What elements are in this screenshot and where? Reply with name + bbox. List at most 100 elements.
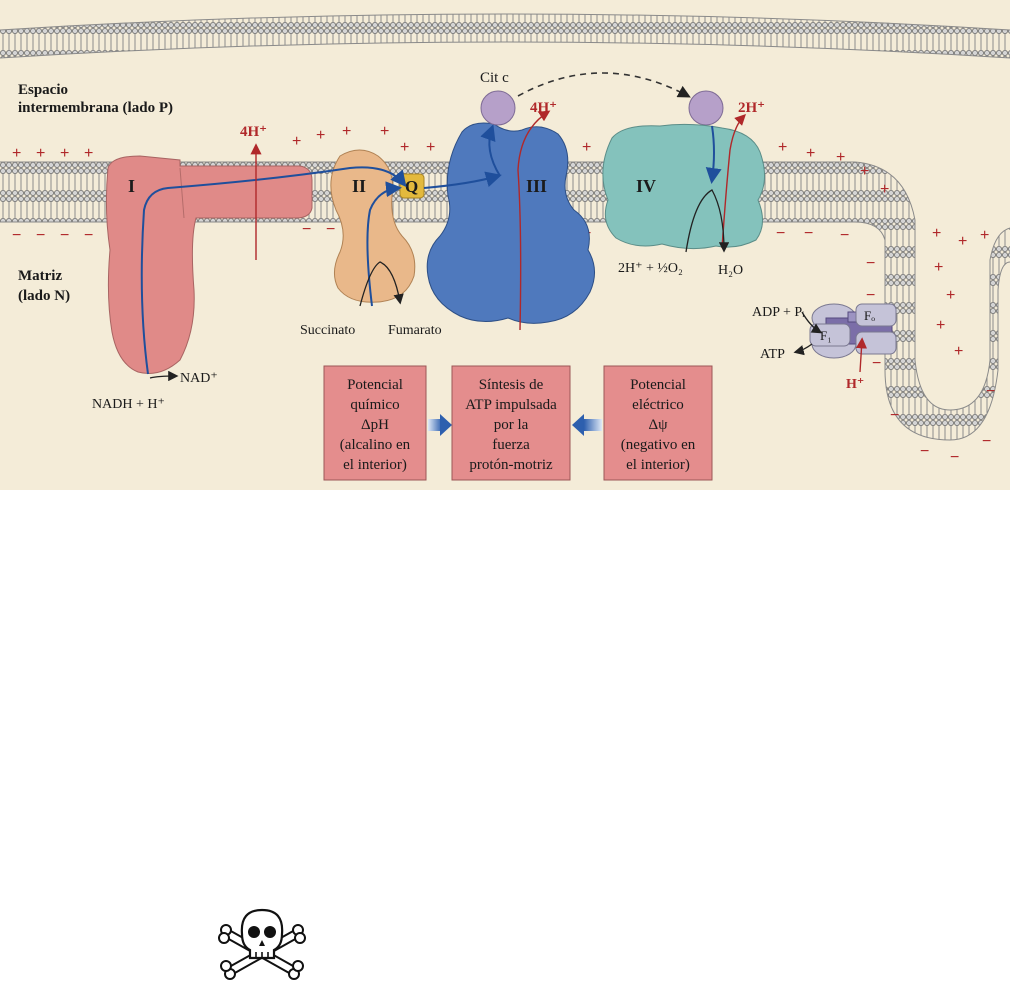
plus-sign: + — [316, 127, 325, 144]
fo-label: Fₒ — [864, 308, 875, 323]
protons-iv-label: 2H⁺ — [738, 100, 765, 116]
box-center-line: Síntesis de — [479, 377, 544, 393]
plus-sign: + — [582, 139, 591, 156]
minus-sign: − — [12, 227, 21, 244]
nadh-label: NADH + H⁺ — [92, 397, 165, 412]
plus-sign: + — [980, 227, 989, 244]
minus-sign: − — [84, 227, 93, 244]
minus-sign: − — [950, 449, 959, 466]
electron-path-iv — [705, 125, 722, 184]
proton-arrow-atp — [855, 337, 868, 373]
box-left-line: ΔpH — [361, 417, 389, 433]
plus-sign: + — [958, 233, 967, 250]
plus-sign: + — [880, 181, 889, 198]
plus-sign: + — [932, 225, 941, 242]
plus-sign: + — [778, 139, 787, 156]
proton-arrow-iv — [721, 114, 746, 249]
minus-sign: − — [804, 225, 813, 242]
box-chemical-potential: Potencial químico ΔpH (alcalino en el in… — [323, 365, 427, 481]
box-center-line: ATP impulsada — [465, 397, 557, 413]
intermembrane-label-line2: intermembrana (lado P) — [18, 100, 173, 116]
plus-sign: + — [954, 343, 963, 360]
box-right-line: Potencial — [630, 377, 686, 393]
water-label: H₂O — [718, 263, 743, 278]
nad-label: NAD⁺ — [180, 371, 218, 386]
minus-sign: − — [60, 227, 69, 244]
minus-sign: − — [866, 287, 875, 304]
protons-i-label: 4H⁺ — [240, 124, 267, 140]
plus-sign: + — [60, 145, 69, 162]
plus-sign: + — [12, 145, 21, 162]
atp-arrow — [793, 343, 813, 356]
matrix-label-line2: (lado N) — [18, 288, 70, 304]
complex-ii-label: II — [352, 176, 366, 196]
complex-i: I — [105, 155, 313, 374]
minus-sign: − — [36, 227, 45, 244]
electron-path-i — [140, 166, 407, 375]
minus-sign: − — [302, 221, 311, 238]
h-in-label: H⁺ — [846, 377, 864, 392]
plus-sign: + — [836, 149, 845, 166]
plus-sign: + — [806, 145, 815, 162]
minus-sign: − — [866, 255, 875, 272]
box-right-line: eléctrico — [632, 397, 684, 413]
f1-label: F₁ — [820, 328, 832, 343]
box-right-line: (negativo en — [621, 437, 696, 453]
box-left-line: Potencial — [347, 377, 403, 393]
plus-sign: + — [380, 123, 389, 140]
minus-sign: − — [776, 225, 785, 242]
box-atp-synthesis: Síntesis de ATP impulsada por la fuerza … — [451, 365, 571, 481]
atp-synthase: Fₒ F₁ — [809, 303, 897, 359]
atp-label: ATP — [760, 347, 785, 362]
minus-sign: − — [840, 227, 849, 244]
box-right-line: el interior) — [626, 457, 690, 473]
matrix-label-line1: Matriz — [18, 268, 62, 284]
complex-i-label: I — [128, 176, 135, 196]
electron-path-q — [423, 171, 502, 189]
proton-flow-arrows — [250, 110, 868, 373]
oxygen-label: 2H⁺ + ½O₂ — [618, 261, 683, 276]
electron-path-iii — [480, 124, 501, 177]
box-electric-potential: Potencial eléctrico Δψ (negativo en el i… — [603, 365, 713, 481]
box-left-line: el interior) — [343, 457, 407, 473]
minus-sign: − — [986, 383, 995, 400]
outer-membrane — [0, 13, 1010, 59]
box-connector-right — [572, 414, 602, 436]
box-right-line: Δψ — [648, 417, 668, 433]
complex-iii-label: III — [526, 176, 547, 196]
minus-sign: − — [890, 407, 899, 424]
plus-sign: + — [936, 317, 945, 334]
protons-iii-label: 4H⁺ — [530, 100, 557, 116]
cyt-c-label: Cit c — [480, 70, 509, 86]
intermembrane-label-line1: Espacio — [18, 82, 68, 98]
adp-arrow — [801, 311, 823, 334]
minus-sign: − — [920, 443, 929, 460]
skull-crossbones-icon — [218, 908, 306, 980]
plus-sign: + — [426, 139, 435, 156]
plus-sign: + — [292, 133, 301, 150]
ubiquinone: Q — [399, 173, 425, 199]
minus-sign: − — [326, 221, 335, 238]
succinate-label: Succinato — [300, 323, 355, 338]
fumarate-label: Fumarato — [388, 323, 442, 338]
reaction-arrows — [149, 189, 823, 382]
plus-sign: + — [400, 139, 409, 156]
oxygen-water-arrow — [685, 189, 730, 253]
electron-flow-arrows — [140, 124, 722, 375]
cytochrome-c: Cit c — [480, 70, 724, 126]
plus-sign: + — [36, 145, 45, 162]
box-left-line: (alcalino en — [340, 437, 411, 453]
plus-sign: + — [860, 163, 869, 180]
cyt-c-transfer-arrow — [517, 72, 691, 98]
electron-path-ii — [366, 181, 402, 307]
plus-sign: + — [342, 123, 351, 140]
proton-arrow-iii — [517, 110, 551, 331]
nad-arrow — [149, 370, 179, 382]
adp-label: ADP + Pᵢ — [752, 305, 805, 320]
complex-iv: IV — [602, 123, 765, 250]
box-center-line: fuerza — [492, 437, 530, 453]
box-left-line: químico — [350, 397, 399, 413]
positive-charges: + + + + + + + + + + + + + + + + + + + + … — [12, 123, 989, 360]
box-connector-left — [428, 414, 452, 436]
